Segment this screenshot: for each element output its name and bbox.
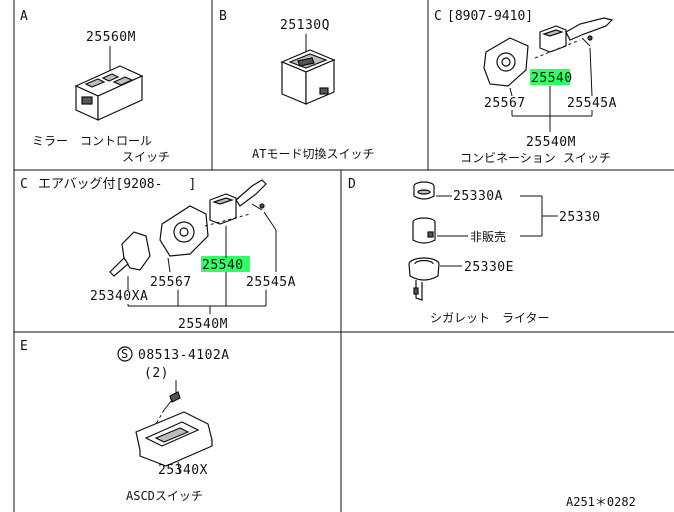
section-c-top: C [8907-9410] 25540 25567 25545A 25540M …: [434, 9, 617, 165]
section-b-letter: B: [219, 9, 227, 24]
part-label-25330a: 25330A: [453, 189, 503, 204]
caption-ascd-switch: ASCDスイッチ: [126, 489, 203, 503]
caption-cigarette-lighter: シガレット ライター: [430, 311, 550, 325]
diagram-reference-code: A251＊0282: [566, 495, 636, 509]
section-e-letter: E: [20, 339, 28, 354]
caption-at-mode-switch: ATモード切換スイッチ: [252, 147, 374, 161]
caption-combination-switch: コンビネーション スイッチ: [460, 151, 611, 165]
section-c1-letter: C: [434, 9, 442, 24]
caption-mirror-control-2: スイッチ: [122, 150, 170, 164]
part-label-25545a-c1: 25545A: [567, 96, 617, 111]
section-c2-letter: C: [20, 177, 28, 192]
screw-symbol: S: [121, 347, 128, 361]
part-label-25340xa: 25340XA: [90, 289, 148, 304]
part-label-25130q: 25130Q: [280, 18, 330, 33]
part-label-25340x: 25340X: [158, 463, 208, 478]
part-label-25330e: 25330E: [464, 260, 514, 275]
cigarette-lighter-drawing: [408, 181, 440, 301]
at-mode-switch-drawing: [280, 49, 336, 105]
part-label-25567-c2: 25567: [150, 275, 192, 290]
part-label-25540m-c2: 25540M: [178, 317, 228, 332]
part-label-08513-4102a: 08513-4102A: [138, 348, 230, 363]
section-c1-header: [8907-9410]: [447, 9, 533, 24]
section-c2-header: エアバッグ付[9208- ]: [38, 177, 196, 192]
screw-symbol-circle: [117, 346, 133, 362]
part-label-25540-c1: 25540: [531, 71, 573, 86]
part-label-25567-c1: 25567: [484, 96, 526, 111]
section-a-letter: A: [20, 9, 28, 24]
part-label-25560m: 25560M: [86, 30, 136, 45]
panel-grid: [13, 0, 674, 512]
screw-quantity: (2): [144, 366, 169, 381]
part-label-25540m-c1: 25540M: [526, 135, 576, 150]
highlight-25540-c2: [201, 256, 250, 272]
section-b: B 25130Q ATモード切換スイッチ: [219, 9, 374, 161]
ascd-switch-drawing: [135, 391, 213, 467]
section-c-airbag: C エアバッグ付[9208- ] 25540 25567 25545A 2534…: [20, 177, 296, 332]
combination-switch-drawing-c2: [109, 179, 267, 277]
section-d: D 25330A 非販売 25330 25330E シガレット ライター: [348, 177, 601, 325]
mirror-control-switch-drawing: [74, 65, 144, 121]
label-not-sold: 非販売: [470, 229, 506, 244]
part-label-25330: 25330: [559, 210, 601, 225]
combination-switch-drawing-c1: [483, 17, 614, 87]
part-label-25545a-c2: 25545A: [246, 275, 296, 290]
highlight-25540-c1: [530, 69, 570, 85]
section-a: A 25560M ミラー コントロール スイッチ: [20, 9, 170, 164]
section-d-letter: D: [348, 177, 356, 192]
part-label-25540-c2: 25540: [202, 258, 244, 273]
caption-mirror-control-1: ミラー コントロール: [32, 134, 152, 148]
section-e: E S 08513-4102A (2) 25340X ASCDスイッチ: [20, 339, 230, 503]
